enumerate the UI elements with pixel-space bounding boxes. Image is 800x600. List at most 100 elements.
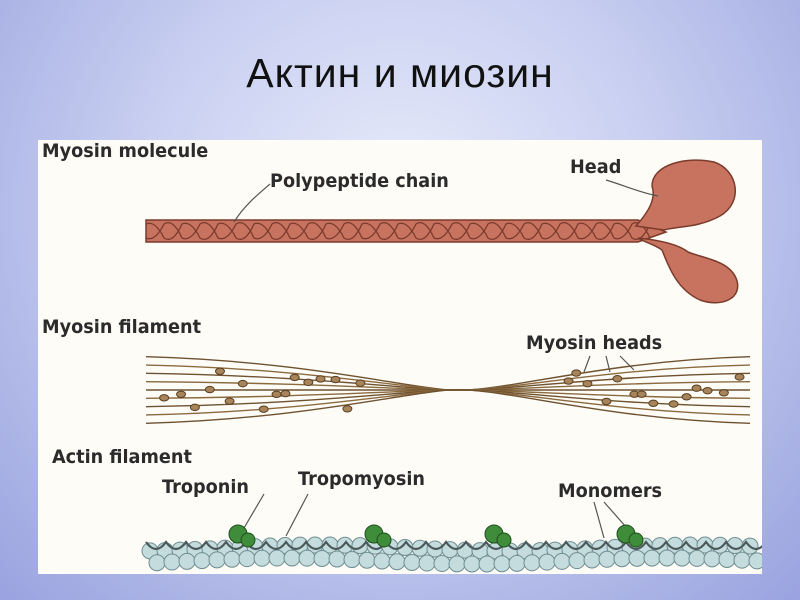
tropomyosin-leader [286,494,308,536]
myosin-head-mark [238,380,247,386]
myosin-filament-strand [146,390,750,415]
myosin-filament-strand [146,390,750,424]
myosin-head-mark [735,374,744,380]
troponin-complex [497,533,511,547]
actin-monomer [352,538,368,554]
myosin-head-mark [205,386,214,392]
actin-monomer [719,551,735,567]
myosin-head-mark [225,398,234,404]
myosin-filament-strand [146,365,750,390]
actin-monomer [299,550,315,566]
actin-filament [142,525,762,572]
actin-monomer [434,556,450,572]
troponin-complex [629,533,643,547]
label-myosin-molecule: Myosin molecule [42,140,208,162]
actin-monomer [569,553,585,569]
actin-monomer [464,556,480,572]
actin-monomer [644,550,660,566]
actin-monomer [749,553,762,569]
diagram-graphic [38,140,762,574]
myosin-head-mark [703,388,712,394]
myosin-head-mark [637,391,646,397]
myosin-head-mark [190,404,199,410]
myosin-filament-strand [146,390,750,407]
actin-monomer [629,550,645,566]
label-head: Head [570,156,621,178]
actin-monomer [374,553,390,569]
myosin-head-mark [290,374,299,380]
label-myosin-filament: Myosin filament [42,316,201,338]
actin-monomer [449,556,465,572]
myosin-head-mark [343,406,352,412]
actin-monomer [554,553,570,569]
actin-monomer [524,555,540,571]
actin-monomer [659,550,675,566]
actin-monomer [389,554,405,570]
actin-monomer [599,551,615,567]
myosin-head-mark [602,398,611,404]
diagram-panel: Myosin molecule Polypeptide chain Head M… [38,140,762,574]
actin-monomer [494,556,510,572]
myosin-head-mark [572,370,581,376]
myosin-head-mark [331,376,340,382]
myosin-head-mark [281,390,290,396]
actin-monomer [584,552,600,568]
actin-monomer [314,550,330,566]
actin-monomer [704,551,720,567]
myosin-head-mark [669,401,678,407]
label-myosin-heads: Myosin heads [526,332,662,354]
myosin-head-mark [719,390,728,396]
polypeptide-chain-leader [234,184,270,222]
actin-monomer [689,550,705,566]
troponin-complex [241,533,255,547]
troponin-complex [377,533,391,547]
myosin-head-mark [259,406,268,412]
actin-monomer [539,554,555,570]
actin-monomer [404,554,420,570]
myosin-head-mark [272,391,281,397]
actin-monomer [419,555,435,571]
myosin-filament [146,357,750,424]
actin-monomer [269,550,285,566]
myosin-filament-strand [146,373,750,390]
actin-monomer [479,556,495,572]
myosin-head-mark [316,376,325,382]
actin-monomer [209,552,225,568]
actin-monomer [359,552,375,568]
actin-monomer [224,551,240,567]
actin-monomer [254,550,270,566]
actin-monomer [674,550,690,566]
myosin-head-mark [613,376,622,382]
actin-monomer [284,550,300,566]
label-polypeptide-chain: Polypeptide chain [270,170,449,192]
myosin-head-mark [649,400,658,406]
myosin-head-mark [356,380,365,386]
myosin-filament-strand [146,382,750,390]
actin-monomer [344,552,360,568]
myosin-head-mark [682,394,691,400]
myosin-filament-strand [146,390,750,398]
troponin-leader [244,494,264,528]
myosin-head-mark [564,378,573,384]
label-troponin: Troponin [162,476,249,498]
actin-monomer [329,551,345,567]
myosin-head-mark [583,381,592,387]
myosin-molecule-tail [146,220,666,242]
myosin-head-mark [692,385,701,391]
myosin-head-mark [177,391,186,397]
myosin-head-mark [304,379,313,385]
actin-monomer [164,554,180,570]
actin-monomer [194,553,210,569]
label-monomers: Monomers [558,480,662,502]
label-tropomyosin: Tropomyosin [298,468,425,490]
label-actin-filament: Actin filament [52,446,192,468]
myosin-head-mark [160,395,169,401]
actin-monomer [509,555,525,571]
actin-monomer [149,555,165,571]
myosin-filament-strand [146,357,750,391]
myosin-head-mark [215,368,224,374]
actin-monomer [179,553,195,569]
actin-monomer [614,551,630,567]
slide-title: Актин и миозин [0,50,800,97]
actin-monomer [734,552,750,568]
